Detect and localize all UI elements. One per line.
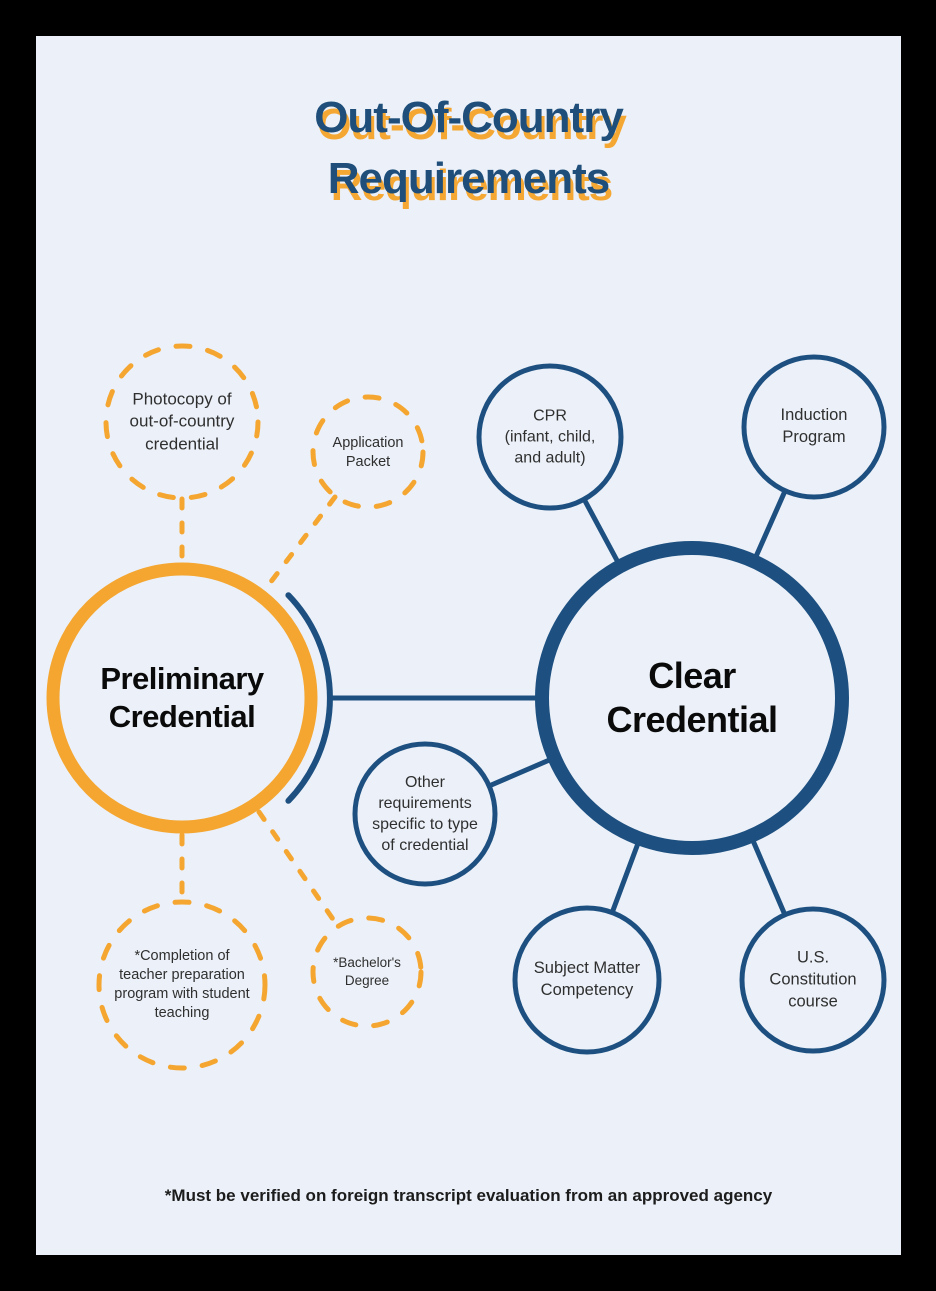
us-constitution-circle	[739, 906, 887, 1054]
application-packet-circle	[310, 394, 426, 510]
application-packet-label: Application Packet	[332, 434, 404, 470]
subject-matter-label: Subject Matter Competency	[533, 959, 641, 999]
connector-subject-matter-clear	[609, 835, 643, 916]
other-requirements-circle	[352, 741, 498, 887]
clear-label: Clear Credential	[606, 655, 778, 740]
preliminary-circle	[46, 562, 318, 834]
bachelors-label: *Bachelor's Degree	[333, 955, 401, 988]
other-requirements-label: Other requirements specific to type of c…	[372, 773, 478, 855]
page-title-line-1: Out-Of-Country	[314, 93, 624, 142]
footnote: *Must be verified on foreign transcript …	[164, 1186, 773, 1205]
bachelors-circle	[310, 915, 424, 1029]
connector-application-packet-preliminary	[264, 494, 338, 590]
clear-circle	[535, 541, 849, 855]
poster-page: Out-Of-Country Requirements Photocopy of…	[36, 36, 901, 1255]
photocopy-circle	[103, 343, 261, 501]
cpr-label: CPR (infant, child, and adult)	[504, 407, 596, 467]
preliminary-label: Preliminary Credential	[100, 661, 264, 734]
cpr-circle	[476, 363, 624, 511]
induction-label: Induction Program	[780, 406, 848, 446]
connector-bachelors-preliminary	[256, 809, 340, 928]
induction-circle	[741, 354, 887, 500]
page-title-line-2: Requirements	[327, 153, 610, 203]
page-title: Out-Of-Country Requirements	[36, 88, 901, 209]
photocopy-label: Photocopy of out-of-country credential	[129, 389, 235, 454]
connector-us-constitution-clear	[748, 833, 788, 918]
connector-other-requirements-clear	[486, 755, 557, 789]
diagram-canvas	[46, 343, 887, 1071]
completion-circle	[96, 899, 268, 1071]
subject-matter-circle	[512, 905, 662, 1055]
preliminary-arc-bracket	[285, 592, 333, 804]
connector-cpr-clear	[581, 496, 623, 569]
connector-induction-clear	[751, 488, 788, 564]
completion-label: *Completion of teacher preparation progr…	[114, 947, 250, 1022]
us-constitution-label: U.S. Constitution course	[769, 948, 857, 1010]
